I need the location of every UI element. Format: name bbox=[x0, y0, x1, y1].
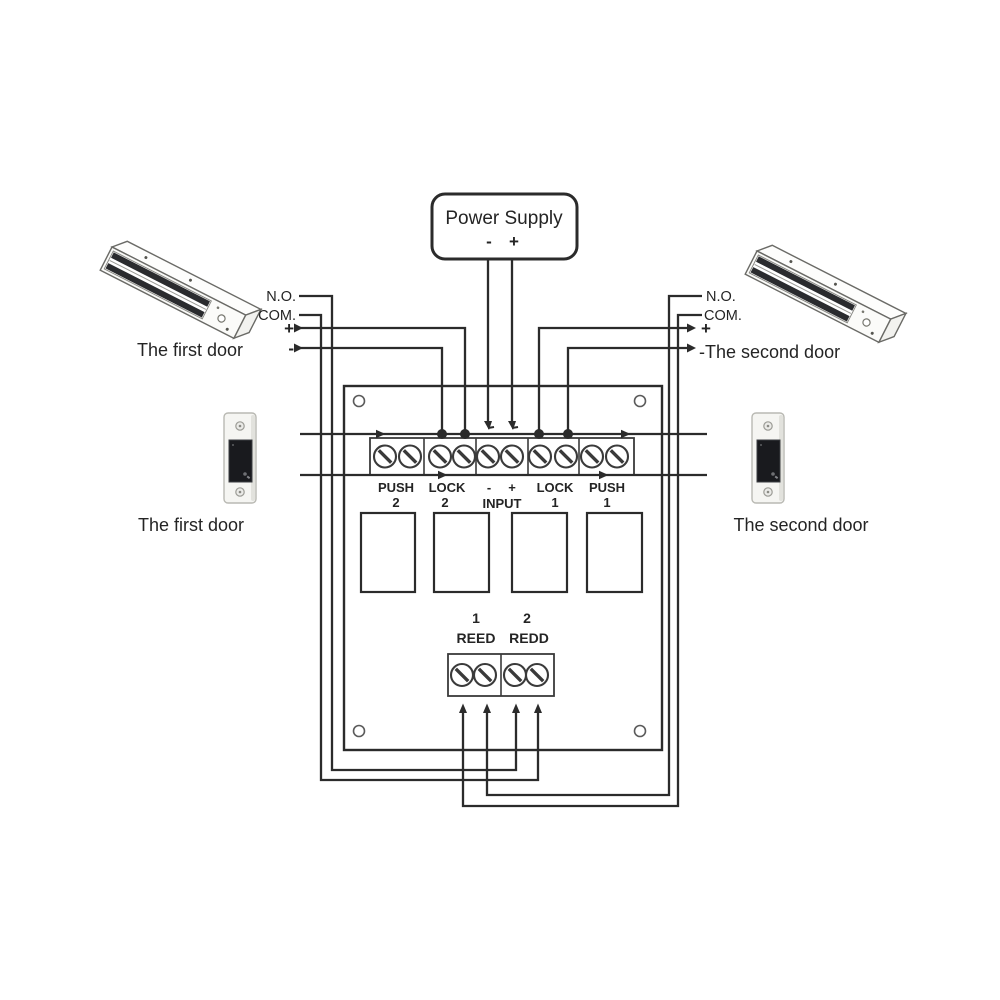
arrow-up-icon bbox=[483, 703, 491, 713]
terminal-label-input-plus: + bbox=[508, 480, 516, 495]
screw-terminal bbox=[553, 443, 579, 470]
wire-hook bbox=[511, 426, 519, 429]
screw-terminal bbox=[579, 443, 605, 470]
terminal-label-lock1-num: 1 bbox=[551, 495, 558, 510]
arrow-icon bbox=[294, 323, 303, 333]
wire-left-minus-to-lock2 bbox=[300, 346, 444, 434]
terminal-label-push1-num: 1 bbox=[603, 495, 610, 510]
left-switch-door-label: The first door bbox=[138, 515, 244, 535]
terminal-label-lock2-num: 2 bbox=[441, 495, 448, 510]
arrow-up-icon bbox=[512, 703, 520, 713]
terminal-strip bbox=[369, 437, 635, 476]
right-switch-door-label: The second door bbox=[733, 515, 868, 535]
left-com-label: COM. bbox=[258, 308, 296, 324]
reed-num-2: 2 bbox=[523, 610, 531, 626]
wire-right-minus-to-lock1 bbox=[566, 346, 687, 434]
left-door-switch-group: The first door bbox=[138, 412, 257, 535]
reed-label-2: REDD bbox=[509, 630, 549, 646]
arrow-right-icon bbox=[621, 429, 631, 439]
wire-left-com-to-reed bbox=[299, 313, 540, 782]
power-supply: Power Supply - + bbox=[430, 192, 579, 261]
terminal-label-lock2: LOCK bbox=[429, 480, 466, 495]
arrow-up-icon bbox=[459, 703, 467, 713]
arrow-up-icon bbox=[534, 703, 542, 713]
power-supply-plus-label: + bbox=[509, 232, 519, 251]
wire-right-com-to-reed bbox=[461, 313, 702, 808]
wire-hook bbox=[487, 426, 495, 429]
power-supply-minus-label: - bbox=[486, 232, 492, 251]
mounting-hole bbox=[352, 394, 366, 408]
right-maglock-group: N.O. COM. + -The second door bbox=[699, 239, 907, 362]
terminal-label-push2: PUSH bbox=[378, 480, 414, 495]
arrow-right-icon bbox=[438, 470, 448, 480]
junction-dot bbox=[563, 429, 573, 439]
screw-terminal bbox=[502, 662, 528, 688]
screw-terminal bbox=[499, 443, 525, 470]
wire-right-plus-to-lock1 bbox=[537, 326, 687, 434]
left-maglock-group: N.O. COM. + - The first door bbox=[99, 235, 296, 360]
terminal-label-lock1: LOCK bbox=[537, 480, 574, 495]
right-plus-label: + bbox=[701, 319, 711, 338]
power-supply-label: Power Supply bbox=[445, 208, 563, 229]
wiring bbox=[294, 259, 707, 808]
relay-box-4 bbox=[585, 511, 644, 594]
reed-num-1: 1 bbox=[472, 610, 480, 626]
left-minus-label: - bbox=[288, 339, 294, 358]
door-switch-left bbox=[223, 412, 257, 504]
screw-terminal bbox=[397, 443, 423, 470]
terminal-labels: PUSH 2 LOCK 2 - + INPUT LOCK 1 PUSH 1 bbox=[378, 480, 625, 511]
door-switch-right bbox=[751, 412, 785, 504]
mounting-hole bbox=[633, 394, 647, 408]
screw-terminal bbox=[527, 443, 553, 470]
screw-terminal bbox=[449, 662, 475, 688]
right-no-label: N.O. bbox=[706, 289, 736, 305]
junction-dot bbox=[460, 429, 470, 439]
left-no-label: N.O. bbox=[266, 289, 296, 305]
terminal-label-push2-num: 2 bbox=[392, 495, 399, 510]
reed-terminal-block bbox=[447, 653, 555, 697]
arrow-right-icon bbox=[376, 429, 386, 439]
screw-terminal bbox=[427, 443, 453, 470]
right-door-switch-group: The second door bbox=[733, 412, 869, 535]
right-com-label: COM. bbox=[704, 308, 742, 324]
maglock-left bbox=[99, 235, 262, 344]
maglock-right bbox=[744, 239, 907, 348]
right-minus-door-label: -The second door bbox=[699, 342, 840, 362]
mounting-hole bbox=[352, 724, 366, 738]
wire-left-no-to-reed bbox=[299, 294, 518, 772]
terminal-label-push1: PUSH bbox=[589, 480, 625, 495]
wire-right-no-to-reed bbox=[485, 294, 702, 797]
screw-terminal bbox=[475, 443, 501, 470]
relay-box-1 bbox=[359, 511, 417, 594]
screw-terminal bbox=[604, 443, 630, 470]
junction-dot bbox=[534, 429, 544, 439]
power-supply-box bbox=[430, 192, 579, 261]
screw-terminal bbox=[524, 662, 550, 688]
mounting-hole bbox=[633, 724, 647, 738]
reed-label-1: REED bbox=[457, 630, 496, 646]
relay-box-3 bbox=[510, 511, 569, 594]
arrow-right-icon bbox=[599, 470, 609, 480]
wire-left-plus-to-lock2 bbox=[300, 326, 467, 434]
arrow-down-icon bbox=[484, 421, 492, 430]
terminal-label-input: INPUT bbox=[483, 496, 522, 511]
arrow-right-icon bbox=[687, 343, 696, 353]
terminal-label-input-minus: - bbox=[487, 480, 491, 495]
relay-box-2 bbox=[432, 511, 491, 594]
screw-terminal bbox=[451, 443, 477, 470]
left-plus-label: + bbox=[284, 319, 294, 338]
arrow-right-icon bbox=[687, 323, 696, 333]
arrow-down-icon bbox=[508, 421, 516, 430]
control-board: PUSH 2 LOCK 2 - + INPUT LOCK 1 PUSH 1 1 … bbox=[342, 384, 664, 752]
junction-dot bbox=[437, 429, 447, 439]
screw-terminal bbox=[372, 443, 398, 470]
arrow-icon bbox=[294, 343, 303, 353]
left-lock-door-label: The first door bbox=[137, 340, 243, 360]
screw-terminal bbox=[472, 662, 498, 688]
